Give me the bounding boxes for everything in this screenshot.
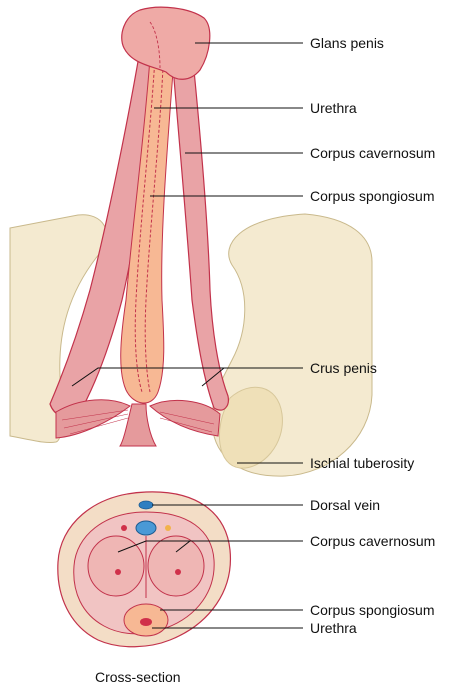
- deep-dorsal-vein-shape: [136, 521, 156, 535]
- label-urethra-bottom: Urethra: [310, 620, 357, 636]
- right-corpus-cavernosum: [172, 50, 228, 410]
- label-corpus-spongiosum-top: Corpus spongiosum: [310, 188, 435, 204]
- label-corpus-cavernosum-top: Corpus cavernosum: [310, 145, 435, 161]
- dorsal-vein-shape: [139, 501, 153, 509]
- label-ischial-tuberosity: Ischial tuberosity: [310, 455, 414, 471]
- label-urethra-top: Urethra: [310, 100, 357, 116]
- cross-section-corpus-cavernosum-right: [148, 536, 204, 596]
- cross-section-illustration: [58, 492, 231, 647]
- label-crus-penis: Crus penis: [310, 360, 377, 376]
- cross-section-urethra: [140, 618, 152, 626]
- label-glans-penis: Glans penis: [310, 35, 384, 51]
- label-corpus-spongiosum-bottom: Corpus spongiosum: [310, 602, 435, 618]
- label-corpus-cavernosum-bottom: Corpus cavernosum: [310, 533, 435, 549]
- label-dorsal-vein: Dorsal vein: [310, 497, 380, 513]
- crura-muscles: [56, 400, 220, 446]
- label-cross-section: Cross-section: [95, 669, 181, 685]
